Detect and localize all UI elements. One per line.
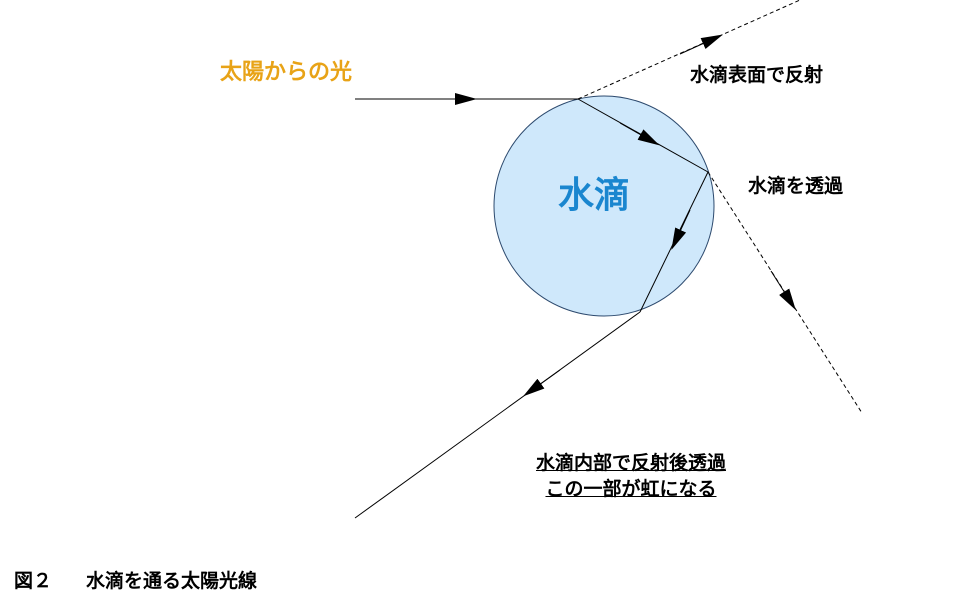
refracted-ray-arrow: [619, 122, 660, 146]
transmitted-ray-arrow: [770, 270, 796, 311]
figure-number: 図２: [14, 570, 53, 592]
exiting-ray-arrow: [523, 369, 561, 397]
internal-reflection-line1: 水滴内部で反射後透過: [535, 452, 726, 474]
figure-title: 水滴を通る太陽光線: [86, 570, 258, 592]
figure-caption: 図２ 水滴を通る太陽光線: [14, 566, 257, 593]
sunlight-label: 太陽からの光: [220, 60, 353, 85]
internal-reflected-arrow: [671, 209, 691, 250]
water-droplet: [493, 95, 715, 317]
surface-reflected-arrow: [679, 34, 724, 55]
internal-reflection-label: 水滴内部で反射後透過 この一部が虹になる: [506, 450, 756, 502]
surface-reflection-label: 水滴表面で反射: [690, 64, 824, 86]
exiting-rainbow-ray: [354, 311, 641, 519]
internal-reflection-line2: この一部が虹になる: [545, 478, 717, 500]
transmission-label: 水滴を透過: [748, 175, 844, 197]
droplet-label: 水滴: [558, 175, 631, 216]
